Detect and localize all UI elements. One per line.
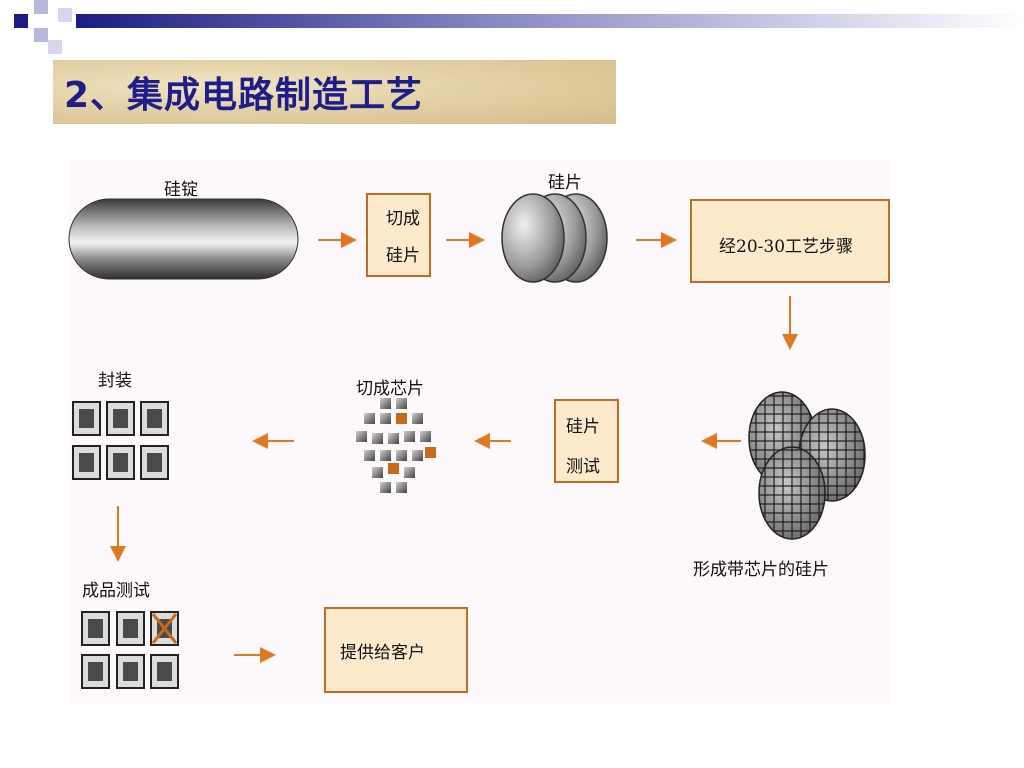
- silicon-wafer-icon: [501, 193, 608, 283]
- tested-chips-icon: [81, 611, 179, 689]
- wafer-test-box: 硅片 测试: [554, 399, 619, 483]
- header-gradient-bar: [76, 14, 1024, 28]
- ingot-label: 硅锭: [164, 180, 198, 200]
- box-label: 切成: [386, 209, 420, 229]
- wafer-label: 硅片: [548, 173, 582, 193]
- box-label: 测试: [566, 457, 600, 477]
- box-label: 硅片: [566, 417, 600, 437]
- package-label: 封装: [98, 371, 132, 391]
- box-label: 提供给客户: [340, 643, 425, 663]
- deliver-box: 提供给客户: [324, 607, 468, 693]
- cut-chips-label: 切成芯片: [356, 379, 424, 399]
- header-square: [34, 28, 48, 42]
- header-square: [14, 14, 28, 28]
- page-title: 2、集成电路制造工艺: [64, 75, 424, 116]
- process-steps-box: 经20-30工艺步骤: [690, 199, 890, 283]
- cut-wafer-box: 切成 硅片: [366, 193, 431, 277]
- final-test-label: 成品测试: [82, 581, 150, 601]
- wafer-with-chips-label: 形成带芯片的硅片: [693, 560, 829, 580]
- header-decoration: [14, 0, 1024, 54]
- header-square: [48, 40, 62, 54]
- header-square: [58, 8, 72, 22]
- packaged-chips-icon: [72, 401, 169, 480]
- patterned-wafer-icon: [748, 391, 866, 540]
- box-label: 经20-30工艺步骤: [719, 237, 854, 257]
- reject-mark-icon: [151, 613, 178, 644]
- header-square: [34, 0, 48, 14]
- cut-chips-icon: [356, 398, 436, 493]
- box-label: 硅片: [386, 246, 420, 266]
- title-banner: [53, 60, 616, 124]
- silicon-ingot-icon: [68, 198, 299, 280]
